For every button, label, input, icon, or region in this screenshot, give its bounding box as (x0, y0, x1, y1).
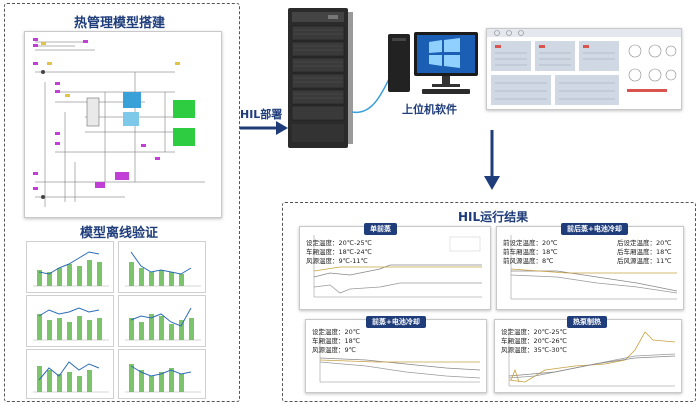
simulink-model-canvas (24, 31, 222, 218)
host-pc (388, 32, 478, 94)
panel2-left-line-3: 前风源温度：8℃ (503, 257, 554, 265)
results-arrow (484, 130, 500, 190)
panel3-line-1: 设定温度：20℃ (312, 328, 361, 336)
validation-chart-6 (118, 349, 206, 399)
validation-chart-2 (118, 241, 206, 293)
validation-chart-5 (26, 349, 114, 399)
panel2-left-line-2: 前车厢温度：18℃ (503, 248, 558, 256)
panel2-tag: 前后蒸+电池冷却 (561, 223, 628, 235)
validation-chart-1 (26, 241, 114, 293)
deploy-arrow (240, 121, 288, 135)
panel4-tag: 热泵制热 (567, 316, 607, 328)
host-software-screenshot (486, 28, 682, 110)
panel2-left-line-1: 前设定温度：20℃ (503, 239, 558, 247)
model-build-title: 热管理模型搭建 (74, 16, 166, 31)
host-software-label: 上位机软件 (402, 103, 457, 116)
offline-validation-title: 模型离线验证 (80, 226, 159, 241)
panel4-line-1: 设定温度：20℃-25℃ (501, 328, 567, 336)
result-panel-heat-pump: 热泵制热 设定温度：20℃-25℃ 车厢温度：20℃-26℃ 风源温度：35℃-… (494, 316, 682, 393)
hil-results-title: HIL运行结果 (458, 210, 529, 224)
simulink-model-diagram (33, 38, 205, 207)
panel2-right-line-2: 后车厢温度：18℃ (617, 248, 672, 256)
result-panel-front-battery: 前蒸+电池冷却 设定温度：20℃ 车厢温度：18℃ 风源温度：9℃ (305, 316, 487, 393)
panel3-tag: 前蒸+电池冷却 (366, 316, 426, 328)
panel2-right-line-3: 后风源温度：11℃ (617, 257, 672, 265)
panel1-tag: 单前蒸 (364, 223, 397, 235)
panel2-right-line-1: 后设定温度：20℃ (617, 239, 672, 247)
validation-chart-4 (118, 295, 206, 347)
panel4-line-2: 车厢温度：20℃-26℃ (501, 337, 567, 345)
panel1-line-1: 设定温度：20℃-25℃ (306, 239, 372, 247)
panel3-line-3: 风源温度：9℃ (312, 346, 356, 354)
panel3-line-2: 车厢温度：18℃ (312, 337, 361, 345)
hil-deploy-label: HIL部署 (240, 108, 283, 121)
panel1-line-2: 车厢温度：18℃-24℃ (306, 248, 372, 256)
panel1-line-3: 风源温度：9℃-11℃ (306, 257, 368, 265)
left-dashed-frame (4, 3, 240, 402)
results-dashed-frame (282, 202, 696, 402)
result-panel-front-rear-battery: 前后蒸+电池冷却 前设定温度：20℃ 前车厢温度：18℃ 前风源温度：8℃ 后设… (496, 223, 684, 310)
validation-chart-3 (26, 295, 114, 347)
panel4-line-3: 风源温度：35℃-30℃ (501, 346, 567, 354)
hil-server-cabinet (288, 8, 353, 148)
result-panel-single-front: 单前蒸 设定温度：20℃-25℃ 车厢温度：18℃-24℃ 风源温度：9℃-11… (299, 223, 491, 310)
